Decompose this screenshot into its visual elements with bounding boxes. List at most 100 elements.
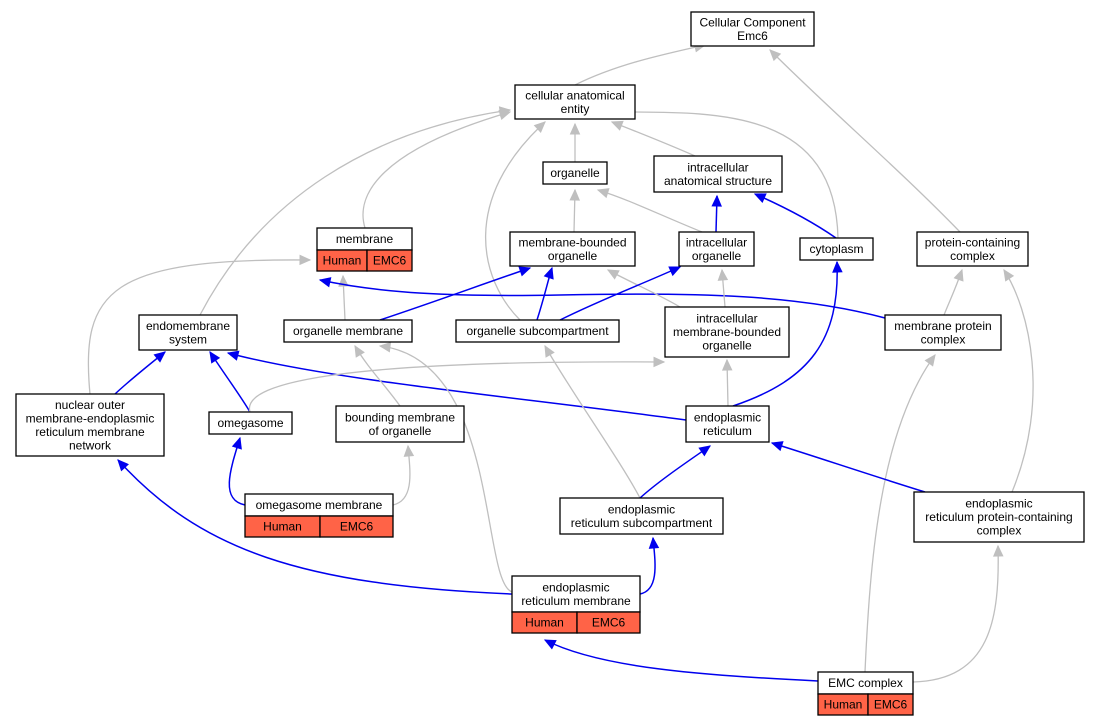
node-label: Emc6	[737, 29, 768, 43]
edge-line	[597, 189, 703, 233]
edge-emc-erm	[543, 639, 819, 682]
edge-line	[199, 109, 511, 316]
edge-er-imbo	[721, 358, 733, 407]
annotation-gene-label: EMC6	[592, 616, 626, 630]
arrowhead-icon	[299, 254, 312, 266]
arrowhead-icon	[770, 441, 784, 452]
node-label: complex	[921, 332, 966, 346]
edge-omgm-omg	[228, 436, 246, 506]
node-label: organelle	[550, 166, 600, 180]
node-label: membrane-bounded	[673, 325, 781, 339]
arrowhead-icon	[153, 351, 166, 363]
arrowhead-icon	[403, 444, 415, 457]
node-label: cellular anatomical	[525, 88, 624, 102]
edge-line	[544, 345, 641, 499]
node-omg[interactable]: omegasome	[208, 411, 293, 435]
node-label: complex	[950, 249, 995, 263]
edge-orgm-mbo	[379, 266, 532, 321]
edge-omg-imbo	[248, 356, 666, 413]
edge-line	[639, 445, 711, 499]
arrowhead-icon	[569, 188, 581, 201]
node-label: Cellular Component	[699, 15, 806, 29]
node-label: membrane-bounded	[518, 235, 626, 249]
edge-io-ias	[711, 194, 722, 233]
edge-ems-cae	[199, 106, 512, 316]
edge-erpcc-pcc	[1003, 268, 1034, 493]
node-osub[interactable]: organelle subcompartment	[455, 319, 620, 343]
arrowhead-icon	[953, 268, 964, 282]
node-box	[690, 11, 815, 47]
node-label: organelle	[548, 249, 598, 263]
edge-bmo-orgm	[354, 344, 401, 407]
arrowhead-icon	[231, 436, 242, 450]
edge-io-org	[596, 188, 703, 233]
edge-emc-mpc	[864, 354, 936, 673]
node-label: reticulum membrane	[521, 594, 631, 608]
node-label: reticulum	[703, 424, 752, 438]
edge-imbo-io	[717, 268, 729, 308]
edge-line	[771, 442, 926, 493]
node-cyto[interactable]: cytoplasm	[799, 237, 874, 261]
node-box	[678, 231, 755, 267]
edge-line	[912, 545, 999, 683]
node-nom[interactable]: nuclear outermembrane-endoplasmicreticul…	[15, 393, 165, 457]
edge-mpc-mem	[318, 277, 886, 319]
node-label: organelle	[702, 339, 752, 353]
node-label: intracellular	[687, 160, 748, 174]
arrowhead-icon	[711, 194, 722, 207]
node-box	[335, 405, 465, 443]
node-label: complex	[977, 524, 1022, 538]
edge-line	[769, 49, 961, 233]
arrowhead-icon	[518, 266, 532, 277]
arrowhead-icon	[533, 121, 546, 133]
node-orgm[interactable]: organelle membrane	[283, 319, 413, 343]
node-label: membrane-endoplasmic	[26, 411, 155, 425]
annotation-gene	[867, 693, 914, 716]
node-label: membrane	[336, 232, 394, 246]
node-label: intracellular	[686, 235, 747, 249]
arrowhead-icon	[769, 49, 782, 62]
edge-er-cyto	[732, 260, 843, 407]
arrowhead-icon	[226, 350, 240, 361]
node-box	[685, 405, 770, 443]
edge-line	[619, 111, 839, 239]
edge-line	[319, 279, 886, 319]
node-label: cytoplasm	[809, 242, 863, 256]
node-label: nuclear outer	[55, 398, 125, 412]
node-box	[455, 319, 620, 343]
edge-omgm-bmo	[392, 444, 415, 506]
node-label: endoplasmic	[542, 580, 609, 594]
annotation-gene	[319, 515, 394, 538]
edge-line	[209, 351, 251, 413]
annotation-gene-label: EMC6	[874, 698, 908, 712]
arrowhead-icon	[653, 356, 666, 368]
arrowhead-icon	[543, 266, 554, 280]
node-org[interactable]: organelle	[542, 161, 608, 185]
edge-line	[607, 269, 681, 308]
node-label: reticulum subcompartment	[571, 516, 713, 530]
node-box	[916, 231, 1029, 267]
edge-line	[559, 266, 681, 321]
edge-cae-cc	[574, 42, 707, 86]
node-box	[208, 411, 293, 435]
arrowhead-icon	[209, 350, 221, 364]
node-label: anatomical structure	[664, 174, 772, 188]
edge-line	[574, 44, 706, 86]
